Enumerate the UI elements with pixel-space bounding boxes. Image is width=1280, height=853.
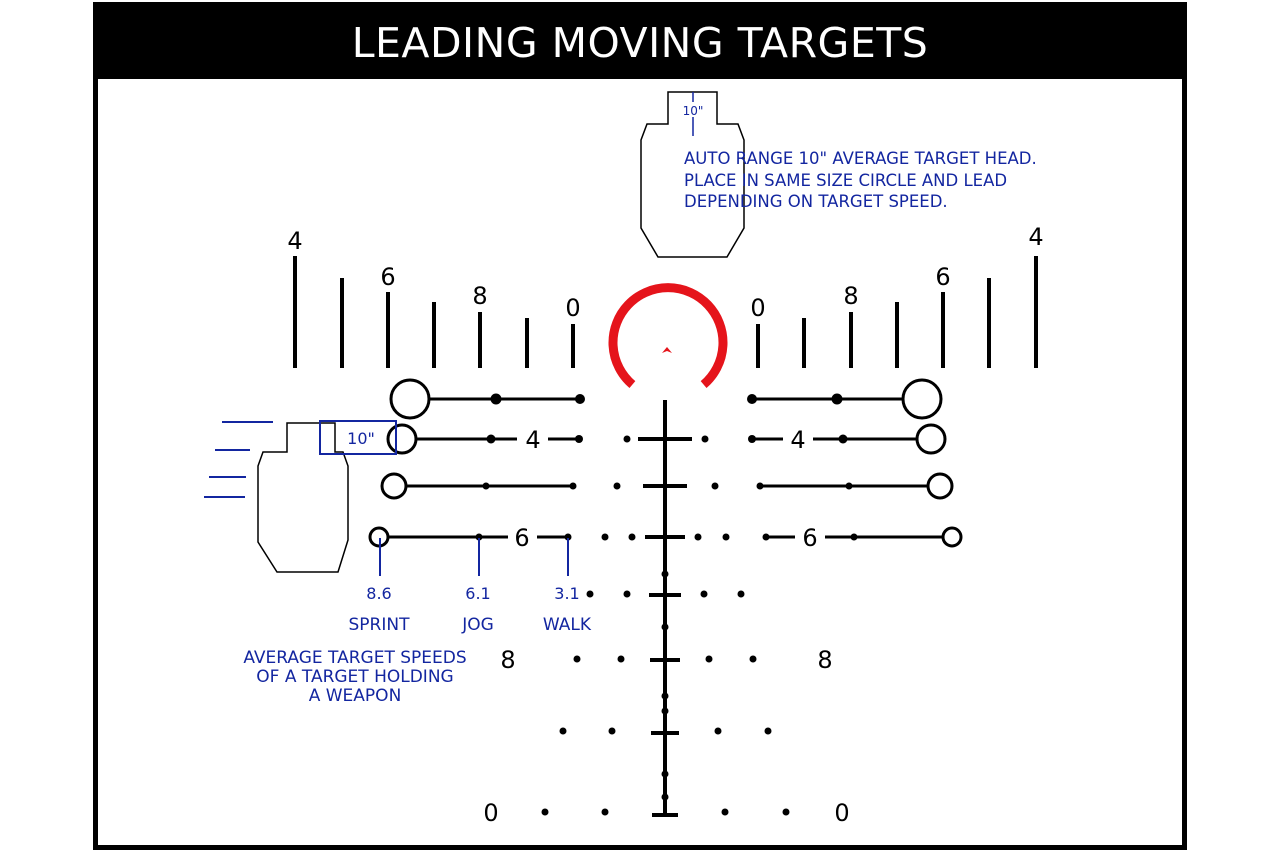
top-note-line-1: AUTO RANGE 10" AVERAGE TARGET HEAD. bbox=[684, 149, 1037, 168]
top-head-label: 10" bbox=[683, 104, 704, 118]
target-silhouette-top bbox=[640, 91, 745, 258]
speed-name-sprint: SPRINT bbox=[349, 615, 411, 635]
speed-note-line-1: AVERAGE TARGET SPEEDS bbox=[243, 648, 466, 668]
speed-value-sprint: 8.6 bbox=[366, 584, 391, 603]
top-scale-labels: 4 6 8 0 0 8 6 4 bbox=[287, 223, 1043, 322]
lead-row-8 bbox=[541, 808, 790, 816]
scale-label-left-8: 8 bbox=[472, 282, 487, 310]
speed-note: AVERAGE TARGET SPEEDS OF A TARGET HOLDIN… bbox=[243, 648, 466, 706]
row-label-right-0: 0 bbox=[834, 799, 849, 827]
lead-row-2 bbox=[386, 423, 947, 455]
speed-value-jog: 6.1 bbox=[465, 584, 490, 603]
target-silhouette-left bbox=[257, 422, 349, 573]
row-label-left-8: 8 bbox=[500, 646, 515, 674]
page-title: LEADING MOVING TARGETS bbox=[351, 19, 929, 67]
speed-value-walk: 3.1 bbox=[554, 584, 579, 603]
title-bar: LEADING MOVING TARGETS bbox=[98, 7, 1182, 79]
scale-label-left-6: 6 bbox=[380, 263, 395, 291]
diagram-frame: LEADING MOVING TARGETS bbox=[93, 2, 1187, 850]
lead-row-1 bbox=[389, 378, 943, 420]
speed-name-jog: JOG bbox=[461, 615, 494, 635]
scale-label-right-6: 6 bbox=[935, 263, 950, 291]
speed-callout-lines bbox=[379, 538, 569, 576]
speed-name-walk: WALK bbox=[543, 615, 592, 635]
lead-row-3 bbox=[380, 472, 954, 500]
speed-labels: 8.6 6.1 3.1 SPRINT JOG WALK bbox=[349, 584, 592, 635]
row-label-left-6: 6 bbox=[514, 524, 529, 552]
scale-label-right-4: 4 bbox=[1028, 223, 1043, 251]
lead-row-5 bbox=[586, 590, 745, 598]
center-post-hashes bbox=[638, 437, 692, 735]
speed-note-line-3: A WEAPON bbox=[309, 686, 402, 706]
top-scale-bars bbox=[293, 256, 1038, 368]
center-post-dots bbox=[661, 570, 669, 801]
scale-label-left-0: 0 bbox=[565, 294, 580, 322]
red-center-circle bbox=[608, 283, 728, 389]
top-note-line-3: DEPENDING ON TARGET SPEED. bbox=[684, 192, 948, 211]
lead-row-6 bbox=[573, 655, 757, 663]
lead-row-4 bbox=[368, 526, 963, 548]
scale-label-right-0: 0 bbox=[750, 294, 765, 322]
speed-note-line-2: OF A TARGET HOLDING bbox=[256, 667, 453, 687]
scale-label-right-8: 8 bbox=[843, 282, 858, 310]
scale-label-left-4: 4 bbox=[287, 227, 302, 255]
top-note-line-2: PLACE IN SAME SIZE CIRCLE AND LEAD bbox=[684, 171, 1007, 190]
top-target-note: AUTO RANGE 10" AVERAGE TARGET HEAD. PLAC… bbox=[684, 149, 1037, 211]
left-head-label: 10" bbox=[347, 429, 375, 448]
row-label-left-4: 4 bbox=[525, 426, 540, 454]
lead-row-7 bbox=[559, 727, 772, 735]
center-chevron bbox=[662, 347, 672, 353]
row-label-left-0: 0 bbox=[483, 799, 498, 827]
left-head-box bbox=[319, 420, 397, 455]
row-label-right-4: 4 bbox=[790, 426, 805, 454]
row-label-right-8: 8 bbox=[817, 646, 832, 674]
speed-lines bbox=[204, 421, 273, 498]
row-label-right-6: 6 bbox=[802, 524, 817, 552]
